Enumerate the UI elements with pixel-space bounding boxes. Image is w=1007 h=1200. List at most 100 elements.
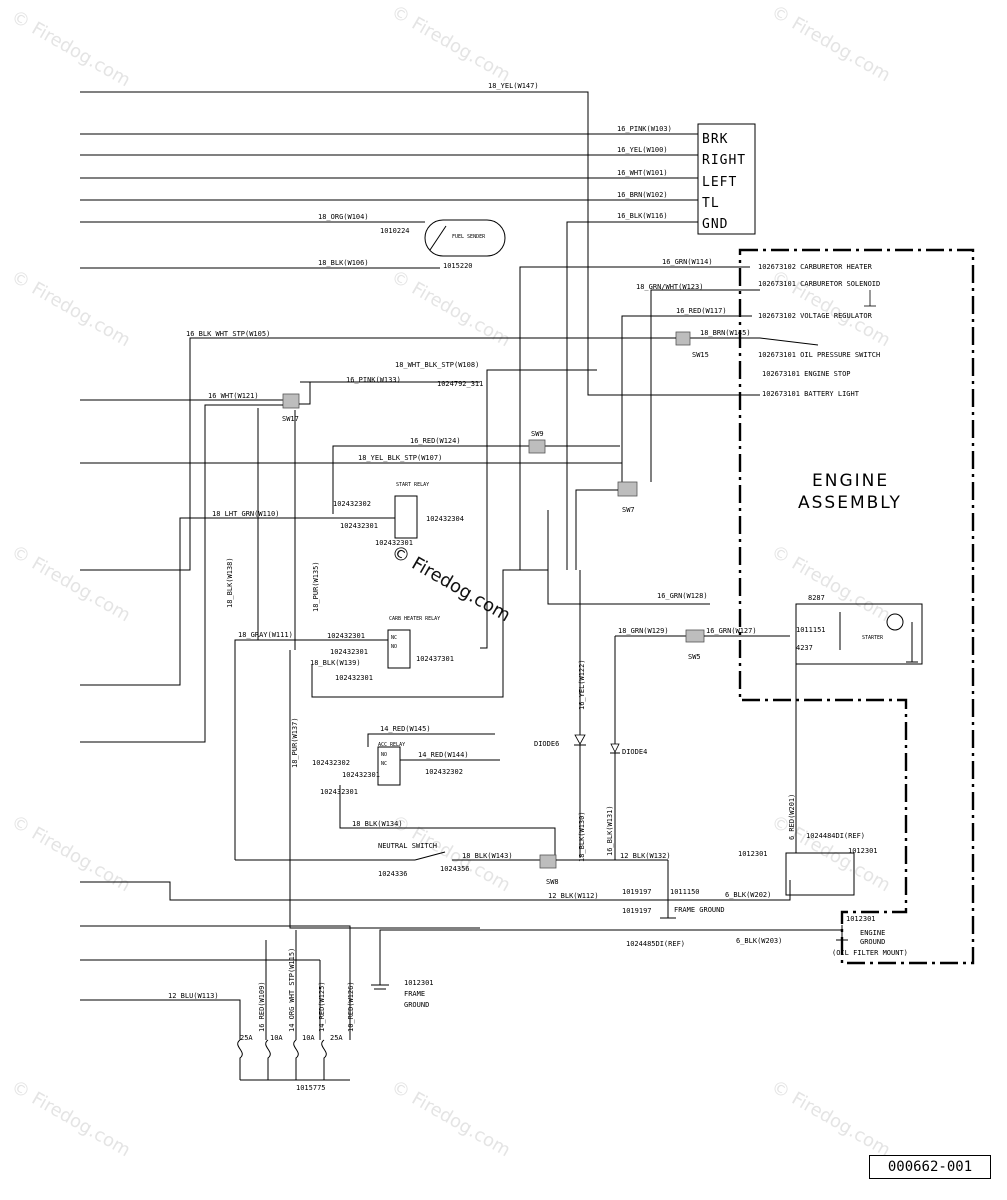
relay-label: CARB HEATER RELAY: [389, 616, 440, 622]
diode-label: DIODE4: [622, 748, 647, 756]
switch-label: SW17: [282, 415, 299, 423]
top-wires: 18_YEL(W147) 16_PINK(W103) 16_YEL(W100) …: [80, 82, 760, 570]
switch-sw9: [528, 439, 546, 454]
switch-sw8: [539, 854, 557, 869]
engine-item: 102673101 ENGINE STOP: [762, 370, 851, 378]
wire-label: 18_GRN(W129): [618, 627, 669, 635]
wire-label: 14_ORG_WHT_STP(W115): [288, 948, 296, 1032]
part-number: 1012301: [846, 915, 876, 923]
part-number: 1024356: [440, 865, 470, 873]
neutral-switch-label: NEUTRAL SWITCH: [378, 842, 437, 850]
fuse-rating: 25A: [330, 1034, 343, 1042]
fuse-rating: 25A: [240, 1034, 253, 1042]
part-number: 102432302: [425, 768, 463, 776]
wire-label: 18_BLK(W130): [578, 811, 586, 862]
engine-title: ASSEMBLY: [798, 493, 902, 513]
wire-label: 16_GRN(W128): [657, 592, 708, 600]
connector-pin-label: BRK: [702, 132, 728, 147]
switch-label: SW7: [622, 506, 635, 514]
switch-sw17: [282, 393, 300, 409]
watermark-text: © Firedog.com: [388, 1, 514, 86]
wire-label: 16_WHT(W121): [208, 392, 259, 400]
part-number: 1024485DI(REF): [626, 940, 685, 948]
connector-pin-label: RIGHT: [702, 153, 746, 168]
wire-label: 16_GRN(W127): [706, 627, 757, 635]
battery: [785, 852, 855, 896]
switch-sw5: [685, 629, 705, 643]
connector-pin-label: TL: [702, 196, 720, 211]
fuel-sender: [424, 219, 506, 257]
battery-starter: 1024484DI(REF) 1012301 1012301 6_RED(W20…: [379, 594, 923, 985]
relay-contact: NO: [381, 752, 387, 758]
part-number: 1012301: [404, 979, 434, 987]
part-number: 102432301: [375, 539, 413, 547]
middle-wiring: 16_BLK_WHT_STP(W105) 16_PINK(W133) 10247…: [80, 330, 791, 929]
connector-wire-label: 16_BRN(W102): [617, 191, 668, 199]
acc-relay: [377, 746, 401, 786]
switch-sw7: [617, 481, 638, 497]
frame-ground-label: FRAME: [404, 990, 425, 998]
connector-wire-label: 16_WHT(W101): [617, 169, 668, 177]
relay-label: START RELAY: [396, 482, 429, 488]
part-number: 1011151: [796, 626, 826, 634]
engine-item: 102673102 VOLTAGE REGULATOR: [758, 312, 873, 320]
part-number: 4237: [796, 644, 813, 652]
starter-box: [795, 603, 923, 665]
fuse-25a: [237, 1039, 243, 1080]
watermark-center: © Firedog.com: [388, 541, 514, 626]
wire-label: 18_LHT_GRN(W110): [212, 510, 279, 518]
part-number: 1019197: [622, 888, 652, 896]
wire-label: 16_BLK_WHT_STP(W105): [186, 330, 270, 338]
fuse-rating: 10A: [270, 1034, 283, 1042]
switch-sw15: [675, 331, 691, 346]
relay-contact: NC: [391, 635, 397, 641]
frame-ground-label: FRAME GROUND: [674, 906, 725, 914]
part-number: 1011150: [670, 888, 700, 896]
wire-label: 16_RED(W109): [258, 981, 266, 1032]
wire-label: 18_YEL(W147): [488, 82, 539, 90]
part-number: 1015220: [443, 262, 473, 270]
relay-label: ACC RELAY: [378, 742, 405, 748]
connector-pin-label: LEFT: [702, 175, 737, 190]
connector-block: [697, 123, 756, 235]
part-number: 102432301: [330, 648, 368, 656]
engine-item: 102673101 BATTERY LIGHT: [762, 390, 860, 398]
part-number: 1010224: [380, 227, 410, 235]
relay-contact: NC: [381, 761, 387, 767]
part-number: 1024336: [378, 870, 408, 878]
wire-label: 18_WHT_BLK_STP(W108): [395, 361, 479, 369]
wire-label: 6_BLK(W203): [736, 937, 782, 945]
part-number: 102432302: [333, 500, 371, 508]
engine-title: ENGINE: [812, 471, 889, 491]
watermark-text: © Firedog.com: [768, 266, 894, 351]
engine-ground-label: GROUND: [860, 938, 885, 946]
watermark-text: © Firedog.com: [388, 1076, 514, 1161]
part-number: 1024484DI(REF): [806, 832, 865, 840]
oil-filter-label: (OIL FILTER MOUNT): [832, 949, 908, 957]
wire-label: 18_GRN/WHT(W123): [636, 283, 703, 291]
wire-label: 18_YEL_BLK_STP(W107): [358, 454, 442, 462]
wire-label: 18_GRAY(W111): [238, 631, 293, 639]
wire-label: 18_BLK(W139): [310, 659, 361, 667]
fuse-block: 1012301 FRAME GROUND 12_BLU(W113) 16_RED…: [80, 925, 434, 1092]
fuel-sender-label: FUEL SENDER: [452, 234, 486, 240]
wire-label: 14_RED(W145): [380, 725, 431, 733]
wire-label: 16_PINK(W133): [346, 376, 401, 384]
engine-ground-label: ENGINE: [860, 929, 885, 937]
part-number: 8287: [808, 594, 825, 602]
part-number: 102432301: [342, 771, 380, 779]
part-number: 1012301: [738, 850, 768, 858]
engine-item: 102673101 CARBURETOR SOLENOID: [758, 280, 880, 288]
part-number: 1012301: [848, 847, 878, 855]
watermark-text: © Firedog.com: [768, 1, 894, 86]
engine-assembly: ENGINE ASSEMBLY 102673102 CARBURETOR HEA…: [519, 248, 975, 965]
watermark-text: © Firedog.com: [8, 811, 134, 896]
switch-label: SW9: [531, 430, 544, 438]
start-relay: [394, 495, 418, 539]
wire-label: 18_BLK(W106): [318, 259, 369, 267]
part-number: 102432301: [340, 522, 378, 530]
wire-label: 16_RED(W117): [676, 307, 727, 315]
fuse-10a: [265, 1039, 271, 1080]
connector-pin-label: GND: [702, 217, 728, 232]
